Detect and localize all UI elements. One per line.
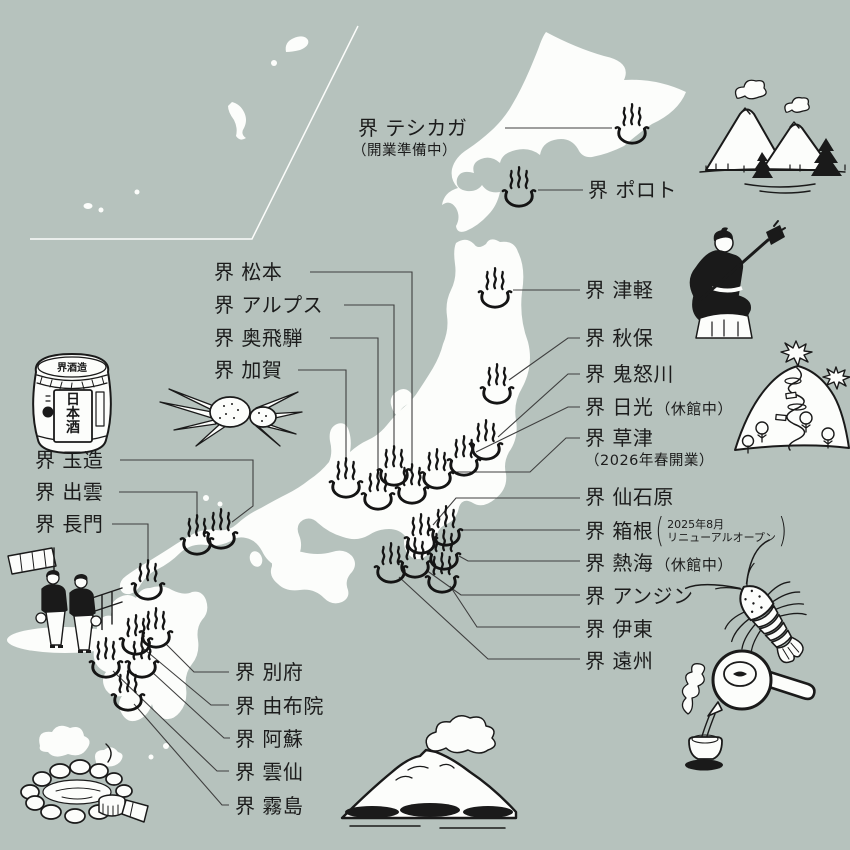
connector-nagato bbox=[112, 523, 149, 566]
sado-island bbox=[390, 389, 413, 416]
yukata-woman-right bbox=[69, 574, 102, 653]
hokkaido-island bbox=[442, 32, 686, 232]
connector-matsumoto bbox=[310, 271, 413, 470]
connector-sengokuhara bbox=[432, 497, 580, 526]
connector-aso bbox=[151, 671, 230, 739]
connector-atami bbox=[458, 555, 580, 562]
connector-tamatsukuri bbox=[120, 459, 254, 523]
south-island-1 bbox=[163, 743, 169, 749]
amami-island bbox=[285, 36, 309, 52]
connector-enshu bbox=[398, 576, 580, 660]
connector-yufuin bbox=[143, 648, 229, 706]
barrel-front-text: 日本酒 bbox=[66, 392, 81, 436]
open-air-bath-illustration bbox=[20, 725, 149, 824]
connector-lines bbox=[112, 127, 612, 806]
shamisen-player-illustration bbox=[689, 220, 786, 339]
sakurajima-volcano-illustration bbox=[340, 715, 518, 829]
sake-barrel-illustration: 界酒造 日本酒 bbox=[32, 353, 112, 454]
connector-beppu bbox=[164, 642, 229, 673]
inset-divider-line bbox=[30, 25, 359, 240]
yukata-women-illustration bbox=[7, 547, 123, 653]
okinawa-inset bbox=[30, 25, 359, 240]
connector-izumo bbox=[119, 491, 198, 521]
small-island bbox=[134, 189, 140, 195]
connector-okuhida bbox=[330, 337, 379, 476]
honshu-island bbox=[119, 239, 530, 595]
oki-island-1 bbox=[203, 495, 209, 501]
small-island bbox=[83, 203, 93, 209]
connector-unzen bbox=[112, 670, 229, 772]
roadside-trees bbox=[741, 411, 835, 454]
maple-leaf bbox=[780, 340, 813, 367]
oki-island-2 bbox=[217, 501, 223, 507]
shikoku-island bbox=[270, 550, 355, 604]
connector-nikko bbox=[475, 406, 580, 453]
japan-map bbox=[93, 32, 686, 760]
maple-leaf bbox=[822, 366, 850, 390]
connector-alps bbox=[344, 304, 395, 452]
connector-kinugawa bbox=[497, 373, 580, 438]
snow-crab-illustration bbox=[159, 388, 303, 447]
connector-kaga bbox=[298, 369, 347, 464]
connector-akiu bbox=[508, 337, 580, 381]
south-island-2 bbox=[148, 754, 154, 760]
spiny-lobster-illustration bbox=[684, 539, 807, 664]
connector-anjin bbox=[425, 569, 580, 596]
teapot-illustration bbox=[681, 649, 816, 771]
okinawa-main-island bbox=[228, 102, 246, 140]
small-island bbox=[271, 60, 277, 66]
barrel-brand-text: 界酒造 bbox=[57, 361, 88, 374]
onsen-icon-poroto bbox=[501, 165, 537, 208]
connector-kusatsu bbox=[450, 437, 580, 473]
awaji-island bbox=[249, 551, 263, 567]
yukata-woman-left bbox=[35, 570, 68, 648]
autumn-mountain-road-illustration bbox=[734, 340, 850, 454]
hokkaido-volcanoes-illustration bbox=[699, 79, 846, 194]
small-island bbox=[98, 207, 104, 213]
connector-kirishima bbox=[133, 703, 229, 806]
connector-ito bbox=[449, 585, 580, 628]
